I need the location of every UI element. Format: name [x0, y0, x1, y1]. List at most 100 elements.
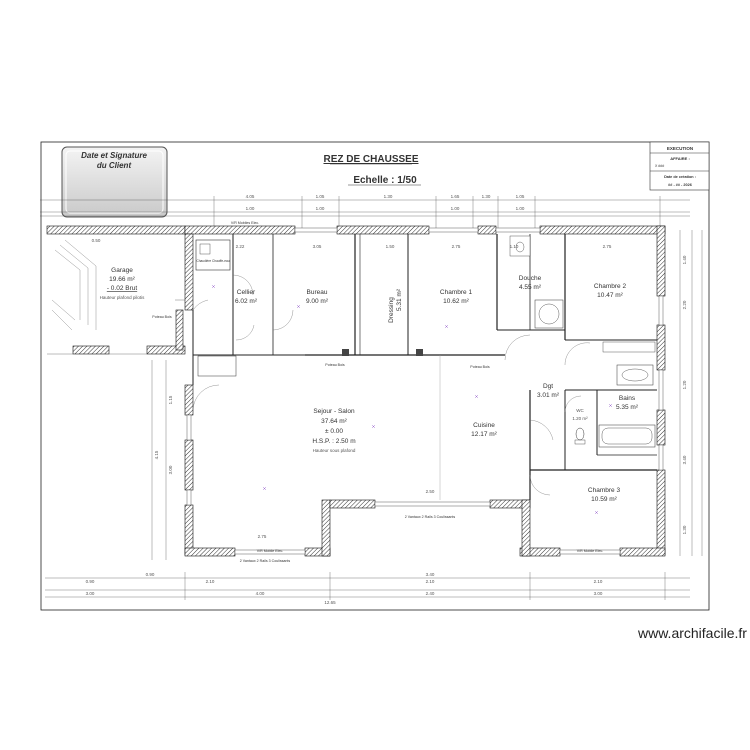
room-dressing: Dressing 5.31 m² [388, 288, 403, 323]
room-bureau: Bureau 9.00 m² [306, 289, 329, 305]
svg-text:2.20: 2.20 [682, 300, 687, 309]
room-chambre3: Chambre 3 10.59 m² [588, 487, 621, 503]
svg-text:1.20: 1.20 [682, 380, 687, 389]
dim-top-10: 1.00 [516, 206, 525, 211]
chaudiere-label: Chaudière Chauffe-eau [196, 259, 229, 263]
svg-text:3.05: 3.05 [313, 244, 322, 249]
garage-zone [46, 225, 186, 355]
plan-title: REZ DE CHAUSSEE [323, 154, 418, 165]
svg-text:3.00: 3.00 [168, 465, 173, 474]
svg-text:4.00: 4.00 [256, 591, 265, 596]
svg-text:± 0.00: ± 0.00 [325, 428, 343, 435]
svg-text:Sejour - Salon: Sejour - Salon [313, 408, 355, 415]
svg-text:Hauteur plafond pilotis: Hauteur plafond pilotis [100, 295, 146, 300]
room-cellier: Cellier 6.02 m² [235, 289, 258, 305]
svg-text:0.90: 0.90 [146, 572, 155, 577]
svg-text:0.90: 0.90 [86, 579, 95, 584]
poteau-label-2: Poteau Bois [470, 365, 490, 369]
svg-text:2.75: 2.75 [603, 244, 612, 249]
room-garage: Garage 19.66 m² - 0.02 Brut Hauteur plaf… [100, 267, 146, 300]
cartouche-header: EXECUTION [667, 146, 693, 151]
svg-text:Dgt: Dgt [543, 383, 553, 390]
svg-text:5.31 m²: 5.31 m² [396, 288, 403, 311]
svg-text:1.30: 1.30 [682, 525, 687, 534]
baie-bottom-label-1: V/R Mobile Elec. [257, 549, 284, 553]
baie-bottom-label-2: V/R Mobile Elec. [577, 549, 604, 553]
svg-text:Dressing: Dressing [388, 297, 395, 323]
dimension-chain-top: 4.05 1.05 1.30 1.65 1.30 1.05 1.00 1.00 … [40, 194, 690, 228]
svg-text:12.17 m²: 12.17 m² [471, 431, 497, 438]
svg-text:3.40: 3.40 [682, 455, 687, 464]
svg-text:9.00 m²: 9.00 m² [306, 298, 329, 305]
svg-text:19.66 m²: 19.66 m² [109, 276, 135, 283]
room-chambre2: Chambre 2 10.47 m² [594, 283, 627, 299]
svg-text:Bureau: Bureau [307, 289, 328, 296]
cartouche: EXECUTION AFFAIRE : X ### Date de créati… [649, 141, 710, 191]
room-wc: WC 1.20 m² [572, 408, 588, 421]
svg-text:H.S.P. : 2.50 m: H.S.P. : 2.50 m [312, 438, 355, 445]
svg-text:3.40: 3.40 [426, 572, 435, 577]
svg-text:1.20 m²: 1.20 m² [572, 416, 588, 421]
signature-box: Date et Signature du Client [61, 146, 168, 218]
poteau-label-3: Poteau Bois [152, 315, 172, 319]
dim-top-1: 4.05 [246, 194, 255, 199]
inner-dimensions: 0.50 2.22 3.05 1.50 2.75 1.10 2.75 2.50 … [92, 238, 612, 539]
svg-text:Cuisine: Cuisine [473, 422, 495, 429]
svg-text:Hauteur sous plafond: Hauteur sous plafond [313, 448, 356, 453]
post-2 [416, 349, 423, 356]
svg-text:37.64 m²: 37.64 m² [321, 418, 347, 425]
dimension-chain-left: 4.15 3.00 1.15 [151, 360, 173, 560]
dim-top-4: 1.65 [451, 194, 460, 199]
svg-text:2.50: 2.50 [426, 489, 435, 494]
cartouche-affaire-label: AFFAIRE : [670, 156, 690, 161]
svg-text:6.02 m²: 6.02 m² [235, 298, 258, 305]
svg-text:Garage: Garage [111, 267, 133, 274]
svg-text:2.10: 2.10 [594, 579, 603, 584]
fixtures: Chaudière Chauffe-eau [195, 235, 656, 448]
svg-text:Chambre 3: Chambre 3 [588, 487, 621, 494]
interior-walls [192, 234, 657, 500]
svg-text:2.10: 2.10 [206, 579, 215, 584]
post-1 [342, 349, 349, 356]
svg-text:1.10: 1.10 [510, 244, 519, 249]
room-sejour: Sejour - Salon 37.64 m² ± 0.00 H.S.P. : … [312, 408, 356, 453]
dim-top-9: 1.00 [451, 206, 460, 211]
svg-text:Chambre 2: Chambre 2 [594, 283, 627, 290]
svg-text:10.62 m²: 10.62 m² [443, 298, 469, 305]
dim-top-3: 1.30 [384, 194, 393, 199]
svg-text:Cellier: Cellier [237, 289, 256, 296]
cartouche-date-label: Date de création : [664, 175, 696, 179]
cartouche-affaire-value: X ### [655, 164, 664, 168]
dimension-chain-bottom: 0.90 2.10 3.40 2.10 2.10 0.90 3.00 4.00 … [45, 572, 690, 605]
svg-text:5.35 m²: 5.35 m² [616, 404, 639, 411]
menuiserie-label-2: 2 Vantaux 2 Rails 3 Coulissants [405, 515, 456, 519]
room-bains: Bains 5.35 m² [616, 395, 639, 411]
svg-text:2.75: 2.75 [452, 244, 461, 249]
cartouche-date-value: ## - ## - 2026 [668, 183, 692, 187]
svg-text:Chambre 1: Chambre 1 [440, 289, 473, 296]
svg-text:10.47 m²: 10.47 m² [597, 292, 623, 299]
baie-top-label: V/R Mobiles Elec. [231, 221, 259, 225]
signature-line2: du Client [97, 161, 132, 170]
svg-text:1.15: 1.15 [168, 395, 173, 404]
svg-text:4.55 m²: 4.55 m² [519, 284, 542, 291]
svg-text:2.22: 2.22 [236, 244, 245, 249]
dim-top-6: 1.05 [516, 194, 525, 199]
poteau-label-1: Poteau Bois [325, 363, 345, 367]
svg-text:3.00: 3.00 [86, 591, 95, 596]
svg-text:2.40: 2.40 [426, 591, 435, 596]
svg-text:- 0.02 Brut: - 0.02 Brut [107, 285, 138, 292]
dim-top-5: 1.30 [482, 194, 491, 199]
watermark: www.archifacile.fr [638, 625, 747, 641]
room-chambre1: Chambre 1 10.62 m² [440, 289, 473, 305]
dim-top-2: 1.05 [316, 194, 325, 199]
svg-text:WC: WC [576, 408, 584, 413]
electrical-marks [211, 284, 613, 515]
svg-text:Douche: Douche [519, 275, 542, 282]
room-cuisine: Cuisine 12.17 m² [471, 422, 497, 438]
svg-text:1.40: 1.40 [682, 255, 687, 264]
door-swings [192, 274, 591, 496]
svg-text:3.01 m²: 3.01 m² [537, 392, 560, 399]
svg-text:10.59 m²: 10.59 m² [591, 496, 617, 503]
signature-line1: Date et Signature [81, 151, 147, 160]
